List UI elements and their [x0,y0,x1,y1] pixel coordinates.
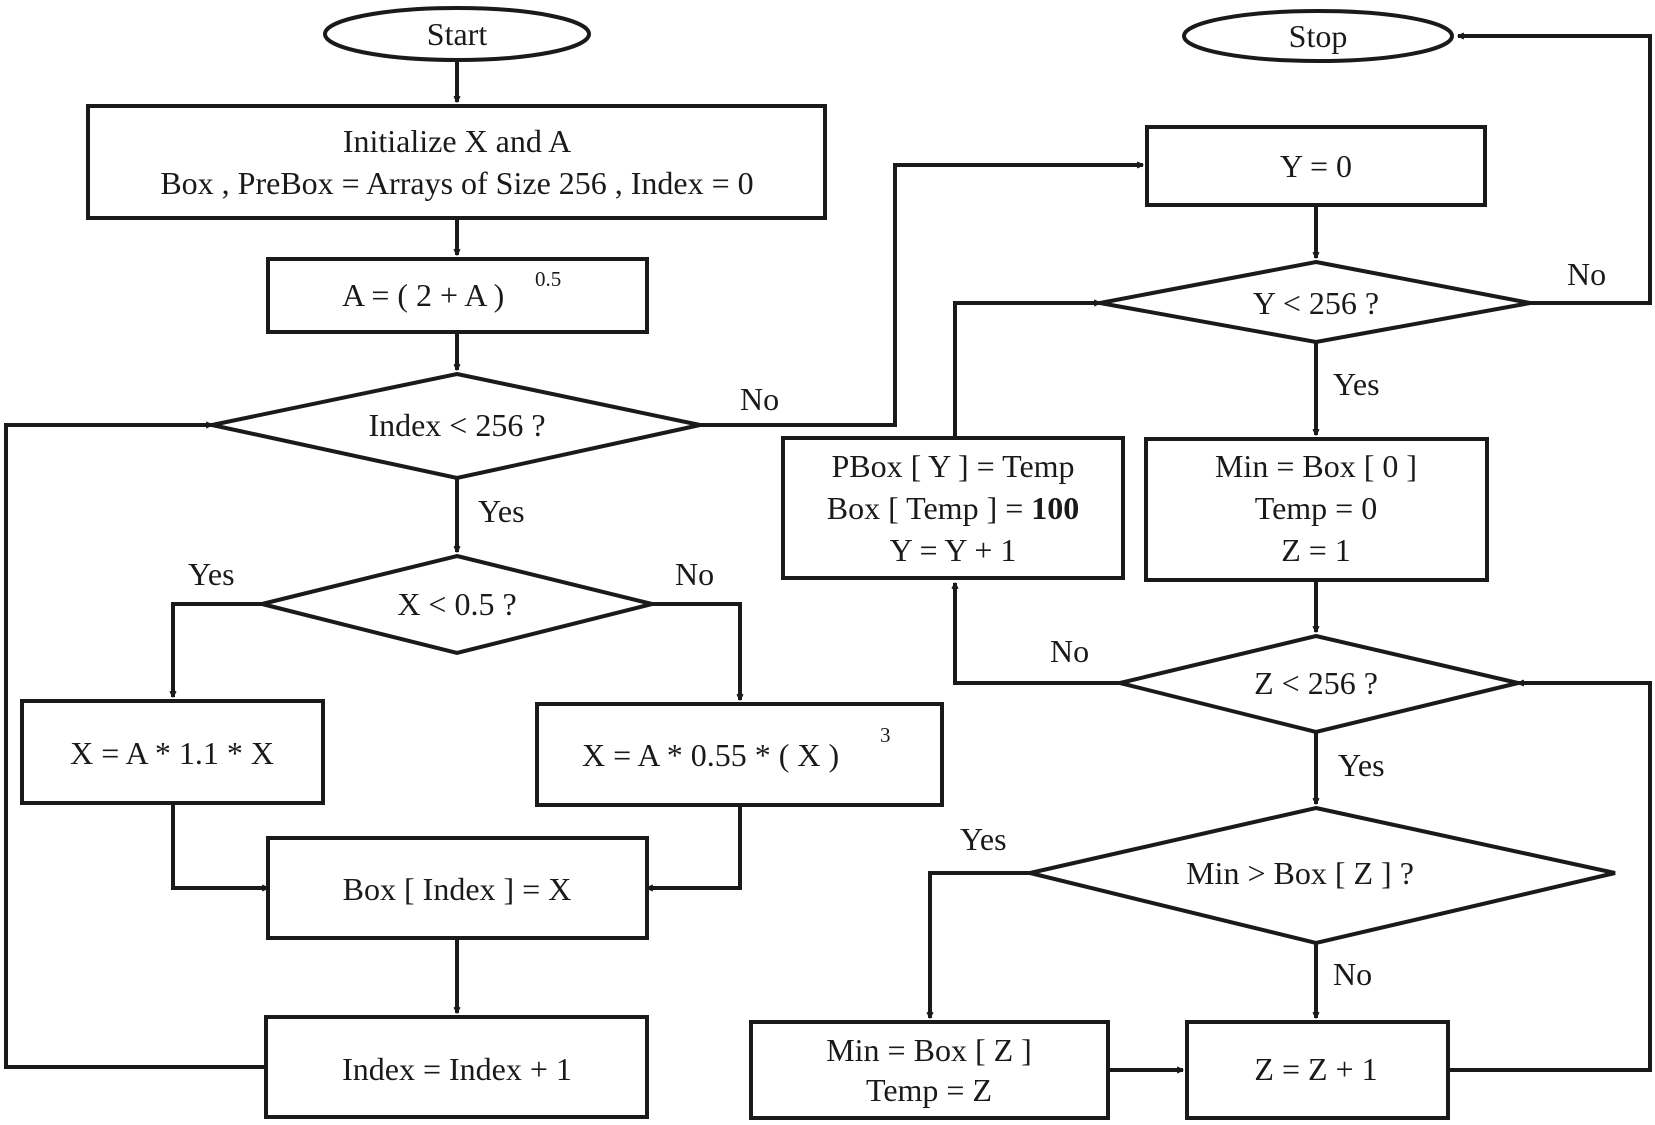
box-assign-label: Box [ Index ] = X [343,871,572,907]
init-line-2: Box , PreBox = Arrays of Size 256 , Inde… [160,165,753,201]
edge-index-check-no [700,165,1143,427]
z-check-no-label: No [1050,633,1089,669]
edge-x-small-to-box [171,803,268,888]
index-inc-label: Index = Index + 1 [342,1051,572,1087]
stop-label: Stop [1289,18,1348,54]
min-update-line-2: Temp = Z [866,1072,992,1108]
pbox-line-3: Y = Y + 1 [890,532,1017,568]
a-update-exponent: 0.5 [535,267,561,291]
edge-z-check-no [955,583,1120,685]
a-update-label: A = ( 2 + A ) [342,277,504,313]
start-terminal: Start [323,6,591,62]
y-check-label: Y < 256 ? [1253,285,1379,321]
edge-x-check-yes [173,602,262,697]
min-check-decision: Min > Box [ Z ] ? [1029,805,1616,946]
pbox-line-2-prefix: Box [ Temp ] = [827,490,1032,526]
min-init-line-2: Temp = 0 [1255,490,1377,526]
init-process: Initialize X and A Box , PreBox = Arrays… [86,104,827,220]
x-check-label: X < 0.5 ? [397,586,516,622]
min-check-yes-label: Yes [960,821,1007,857]
min-check-no-label: No [1333,956,1372,992]
edge-loop-index-inc-to-index-check [4,425,266,1069]
stop-terminal: Stop [1182,9,1454,63]
edge-pbox-to-y-check [953,303,1100,438]
z-check-yes-label: Yes [1338,747,1385,783]
x-large-exponent: 3 [880,723,891,747]
index-check-no-label: No [740,381,779,417]
index-check-decision: Index < 256 ? [211,371,701,481]
z-check-label: Z < 256 ? [1254,665,1378,701]
edge-y-check-no [1458,36,1652,305]
y-check-yes-label: Yes [1333,366,1380,402]
min-init-process: Min = Box [ 0 ] Temp = 0 Z = 1 [1144,437,1489,582]
pbox-process: PBox [ Y ] = Temp Box [ Temp ] = 100 Y =… [781,436,1125,580]
x-check-yes-label: Yes [188,556,235,592]
z-inc-label: Z = Z + 1 [1254,1051,1377,1087]
x-check-decision: X < 0.5 ? [261,553,653,656]
y-check-decision: Y < 256 ? [1099,259,1531,345]
min-init-line-3: Z = 1 [1281,532,1351,568]
x-large-label: X = A * 0.55 * ( X ) [582,737,839,773]
index-check-yes-label: Yes [478,493,525,529]
x-check-no-label: No [675,556,714,592]
min-check-label: Min > Box [ Z ] ? [1186,855,1414,891]
y-init-process: Y = 0 [1145,125,1487,207]
x-large-process: X = A * 0.55 * ( X ) 3 [535,702,944,807]
z-inc-process: Z = Z + 1 [1185,1020,1450,1120]
pbox-line-2: Box [ Temp ] = 100 [827,490,1080,526]
min-update-process: Min = Box [ Z ] Temp = Z [749,1020,1110,1120]
index-check-label: Index < 256 ? [368,407,545,443]
min-init-line-1: Min = Box [ 0 ] [1215,448,1417,484]
edge-loop-z-inc-to-z-check [1448,683,1652,1072]
min-update-line-1: Min = Box [ Z ] [826,1032,1032,1068]
x-small-process: X = A * 1.1 * X [20,699,325,805]
start-label: Start [427,16,488,52]
z-check-decision: Z < 256 ? [1119,633,1519,735]
pbox-line-1: PBox [ Y ] = Temp [831,448,1074,484]
y-init-label: Y = 0 [1280,148,1352,184]
x-small-label: X = A * 1.1 * X [70,735,274,771]
edge-min-check-yes [930,871,1030,1018]
index-inc-process: Index = Index + 1 [264,1015,649,1119]
pbox-line-2-value: 100 [1031,490,1079,526]
edge-labels: No Yes Yes No No Yes No Yes Yes No [188,256,1606,992]
edges [4,36,1652,1072]
edge-x-check-no [652,602,740,700]
edge-x-large-to-box [647,805,742,888]
init-line-1: Initialize X and A [343,123,571,159]
box-assign-process: Box [ Index ] = X [266,836,649,940]
a-update-process: A = ( 2 + A ) 0.5 [266,257,649,334]
y-check-no-label: No [1567,256,1606,292]
